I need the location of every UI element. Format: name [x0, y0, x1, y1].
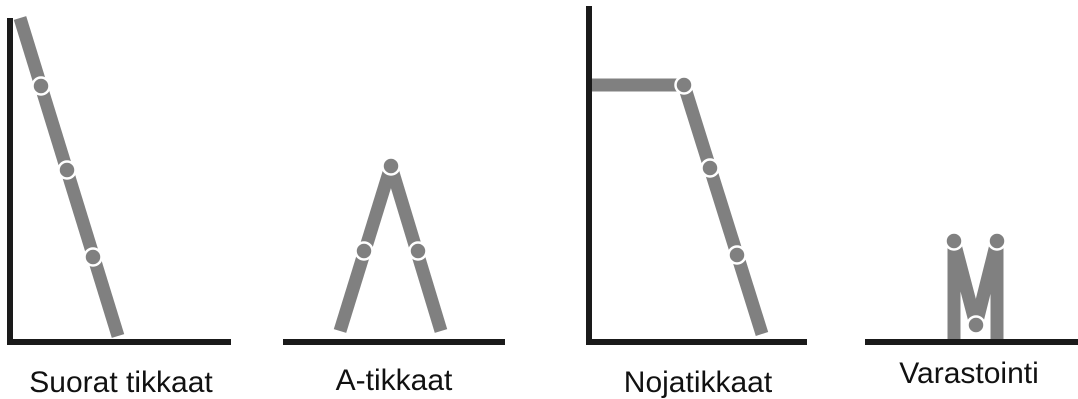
hinge-joint — [31, 76, 51, 96]
ladder-rail — [677, 83, 769, 336]
caption-a-frame-ladder: A-tikkaat — [335, 364, 453, 397]
panel-a-frame-ladder — [283, 156, 505, 345]
hinge-joint — [944, 231, 964, 251]
hinge-joint — [700, 158, 720, 178]
ladder-inner-left — [947, 239, 983, 327]
hinge-joint-top — [381, 156, 401, 176]
hinge-joint — [83, 247, 103, 267]
panel-storage-ladder — [865, 231, 1078, 345]
panel-straight-ladder — [7, 16, 231, 345]
caption-storage: Varastointi — [899, 357, 1039, 390]
panel-leaning-ladder — [586, 6, 807, 345]
hinge-joint — [408, 241, 428, 261]
ladder-inner-right — [969, 239, 1004, 327]
hinge-joint — [966, 315, 986, 335]
hinge-joint — [727, 245, 747, 265]
caption-straight-ladder: Suorat tikkaat — [29, 366, 213, 399]
hinge-joint — [674, 75, 694, 95]
caption-leaning-ladder: Nojatikkaat — [623, 366, 773, 399]
hinge-joint — [354, 241, 374, 261]
hinge-joint — [57, 160, 77, 180]
hinge-joint — [987, 231, 1007, 251]
